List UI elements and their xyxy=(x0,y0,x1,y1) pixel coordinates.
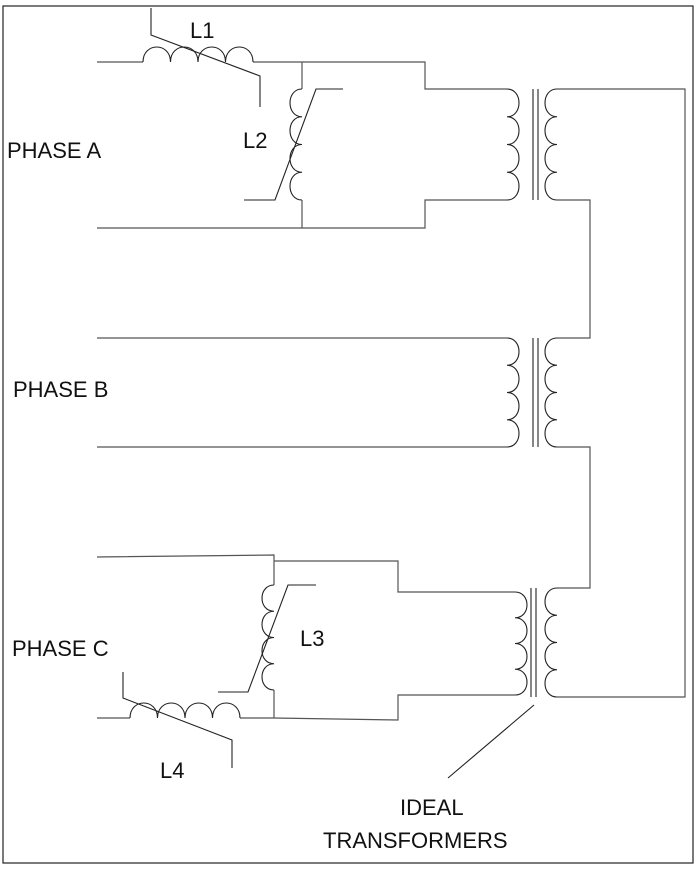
label-l1: L1 xyxy=(190,18,214,43)
pointer-line xyxy=(447,704,535,779)
label-transformers: TRANSFORMERS xyxy=(323,828,508,853)
inductor-l3-coil xyxy=(261,584,275,691)
label-phase-c: PHASE C xyxy=(12,636,109,661)
label-l2: L2 xyxy=(243,128,267,153)
transformer-b-primary-coil xyxy=(506,337,520,448)
label-phase-a: PHASE A xyxy=(7,138,101,163)
transformer-cores xyxy=(530,89,539,697)
transformer-b-secondary-coil xyxy=(544,337,558,448)
l1-tap xyxy=(150,8,261,107)
transformer-c-secondary-coil xyxy=(544,587,558,698)
phase-c-circuit xyxy=(96,554,515,768)
label-l3: L3 xyxy=(300,626,324,651)
inductor-l1-coil xyxy=(142,46,254,63)
label-l4: L4 xyxy=(160,758,184,783)
transformer-c-primary-coil xyxy=(514,591,528,696)
inductor-l4-coil xyxy=(129,702,241,719)
coils xyxy=(129,46,558,719)
l2-tap xyxy=(244,88,343,201)
transformer-a-primary-coil xyxy=(506,88,520,201)
phase-b-circuit xyxy=(97,337,507,448)
phase-a-circuit xyxy=(97,8,507,229)
transformer-a-secondary-coil xyxy=(544,88,558,201)
diagram-border xyxy=(2,5,694,864)
l4-tap xyxy=(122,672,233,768)
inductor-l2-coil xyxy=(289,88,303,201)
secondary-wiring xyxy=(557,88,686,698)
label-ideal: IDEAL xyxy=(400,795,464,820)
label-phase-b: PHASE B xyxy=(13,377,108,402)
